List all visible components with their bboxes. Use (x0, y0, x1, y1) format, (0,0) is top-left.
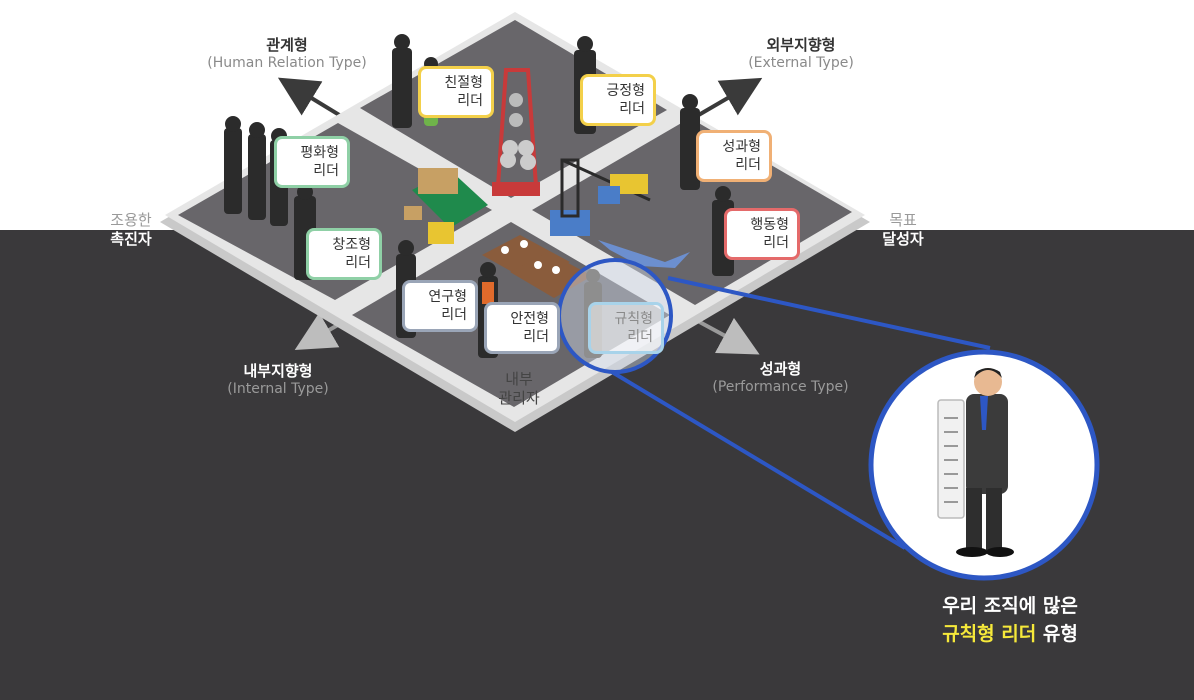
label-human-relation-main: 관계형 (266, 36, 308, 54)
tower-illustration (492, 68, 540, 196)
bubble-action-leader: 행동형 리더 (724, 208, 800, 260)
label-goal-achiever-line2: 달성자 (882, 229, 924, 248)
quadrant-left (178, 123, 492, 300)
label-performance: 성과형 (Performance Type) (688, 360, 873, 396)
airplane-illustration (598, 240, 690, 268)
label-quiet-facilitator: 조용한 촉진자 (96, 211, 166, 249)
bubble-research-leader: 연구형 리더 (402, 280, 478, 332)
label-human-relation-sub: (Human Relation Type) (207, 54, 367, 71)
zoom-line-bottom (610, 370, 907, 550)
caption: 우리 조직에 많은 규칙형 리더 유형 (860, 592, 1160, 648)
label-external-main: 외부지향형 (766, 36, 836, 54)
rule-leader-zoom-circle (868, 349, 1100, 581)
caption-suffix: 유형 (1036, 623, 1078, 645)
bubble-creative-leader: 창조형 리더 (306, 228, 382, 280)
label-internal-manager: 내부 관리자 (484, 370, 554, 408)
label-internal-main: 내부지향형 (243, 362, 313, 380)
label-internal-manager-line2: 관리자 (498, 388, 540, 407)
crane-illustration (550, 158, 651, 236)
conveyor-illustration (404, 168, 488, 244)
bubble-rule-leader: 규칙형 리더 (588, 302, 664, 354)
bubble-positive-leader: 긍정형 리더 (580, 74, 656, 126)
label-internal: 내부지향형 (Internal Type) (198, 362, 358, 398)
bubble-peaceful-leader: 평화형 리더 (274, 136, 350, 188)
label-quiet-facilitator-line1: 조용한 (110, 211, 152, 229)
label-goal-achiever: 목표 달성자 (868, 211, 938, 249)
label-goal-achiever-line1: 목표 (889, 211, 917, 229)
label-external: 외부지향형 (External Type) (716, 36, 886, 72)
label-quiet-facilitator-line2: 촉진자 (110, 229, 152, 248)
caption-line2: 규칙형 리더 유형 (860, 620, 1160, 648)
label-performance-sub: (Performance Type) (712, 378, 849, 395)
bubble-achievement-leader: 성과형 리더 (696, 130, 772, 182)
label-external-sub: (External Type) (748, 54, 854, 71)
zoom-line-top (667, 276, 991, 350)
label-internal-manager-line1: 내부 (505, 370, 533, 388)
caption-highlight: 규칙형 리더 (942, 623, 1037, 645)
lab-table-illustration (482, 235, 592, 298)
bubble-safety-leader: 안전형 리더 (484, 302, 560, 354)
bubble-friendly-leader: 친절형 리더 (418, 66, 494, 118)
label-human-relation: 관계형 (Human Relation Type) (192, 36, 382, 72)
label-performance-main: 성과형 (759, 360, 802, 378)
label-internal-sub: (Internal Type) (227, 380, 329, 397)
caption-line1: 우리 조직에 많은 (942, 595, 1078, 617)
